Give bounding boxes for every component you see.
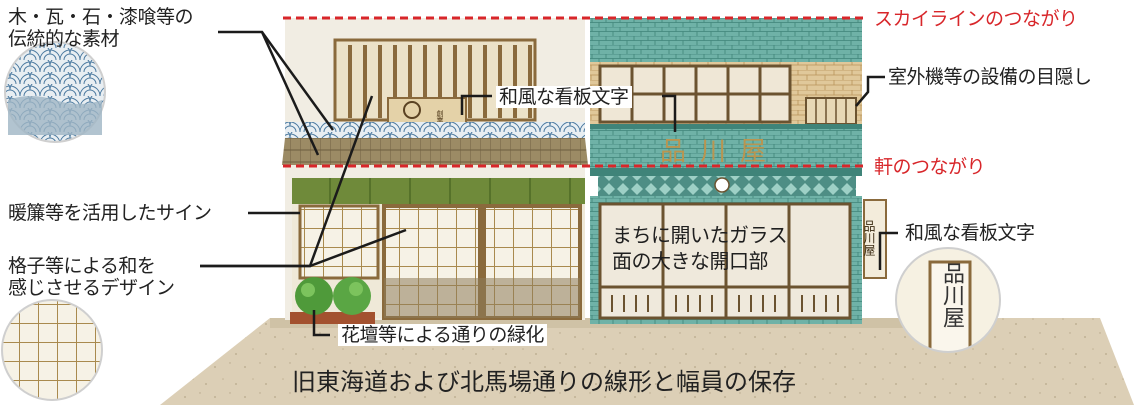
label-japanese-sign-chars-left: 和風な看板文字 <box>496 86 632 108</box>
lattice-sample-circle <box>1 299 103 401</box>
zoom-sign-chars: 品川屋 <box>939 262 964 328</box>
planter-box <box>290 312 375 324</box>
label-traditional-materials: 木・瓦・石・漆喰等の 伝統的な素材 <box>8 6 194 50</box>
label-equipment-screening: 室外機等の設備の目隠し <box>888 66 1092 88</box>
label-skyline-continuity: スカイラインのつながり <box>874 8 1078 30</box>
upper-lattice-window <box>348 45 532 118</box>
label-eaves-continuity: 軒のつながり <box>874 156 986 178</box>
noren-curtain <box>292 178 585 204</box>
signboard-sample-circle <box>895 247 1001 353</box>
leader-lines <box>200 30 898 337</box>
label-lattice-design: 格子等による和を 感じさせるデザイン <box>8 255 175 299</box>
ac-unit-screen <box>805 97 857 125</box>
label-noren-sign: 暖簾等を活用したサイン <box>8 202 212 224</box>
lamp <box>714 177 730 193</box>
left-roof <box>282 138 588 165</box>
right-building: 品川屋 品川屋 <box>590 18 887 324</box>
material-sample-circle <box>4 41 106 143</box>
label-glass-opening: まちに開いたガラス 面の大きな開口部 <box>612 223 788 273</box>
svg-text:品川屋: 品川屋 <box>862 220 876 257</box>
left-building: 屋 創業嘉永元年 <box>282 18 588 324</box>
shrub-left <box>295 277 333 315</box>
label-flower-beds: 花壇等による通りの緑化 <box>338 324 547 346</box>
label-road-preservation: 旧東海道および北馬場通りの線形と幅員の保存 <box>292 368 796 396</box>
label-japanese-sign-chars-right: 和風な看板文字 <box>905 222 1035 244</box>
shrub-right <box>333 277 371 315</box>
left-lattice-panel <box>298 204 380 280</box>
right-signboard-text: 品川屋 <box>660 137 780 167</box>
